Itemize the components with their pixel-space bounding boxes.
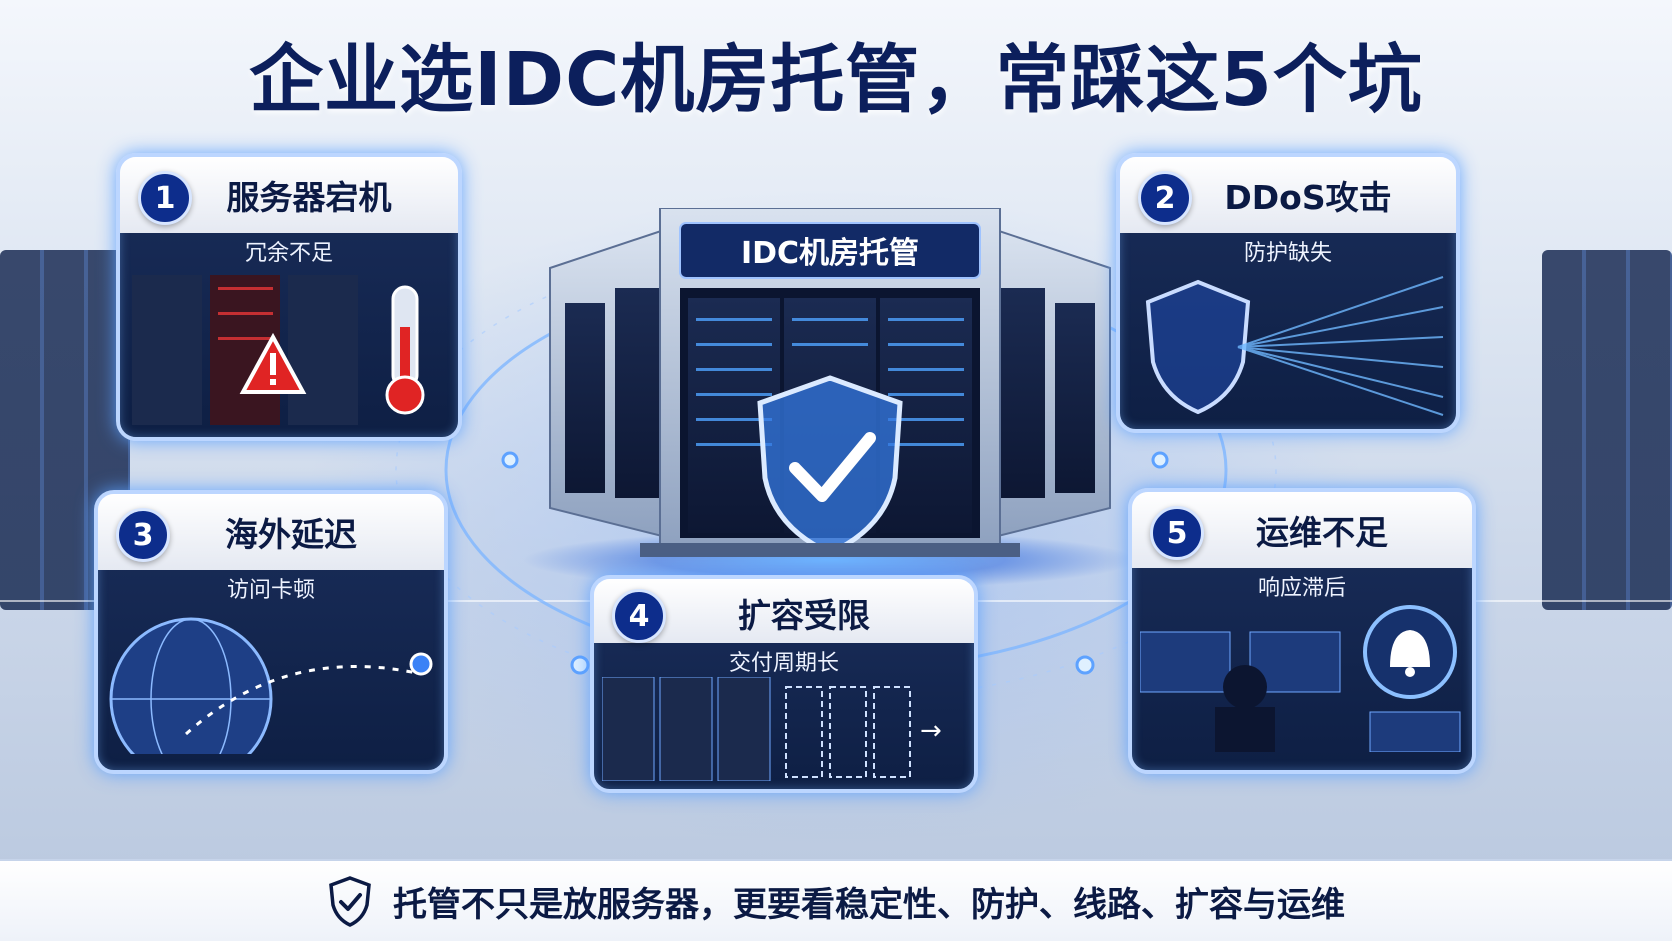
footer-text: 托管不只是放服务器，更要看稳定性、防护、线路、扩容与运维: [393, 884, 1345, 925]
bell-icon: [1363, 605, 1457, 699]
footer-bar: 托管不只是放服务器，更要看稳定性、防护、线路、扩容与运维: [0, 859, 1672, 941]
shield-icon: [1145, 279, 1251, 415]
warning-icon: [239, 332, 307, 394]
center-label: IDC机房托管: [740, 236, 920, 271]
card-number-badge: 5: [1150, 506, 1204, 560]
card-illustration: →: [601, 676, 966, 782]
rack-icon: [601, 676, 771, 782]
card-number-badge: 3: [116, 508, 170, 562]
card-illustration: [128, 267, 450, 429]
card-subtitle: 防护缺失: [1243, 241, 1332, 266]
card-number-badge: 2: [1138, 171, 1192, 225]
card-subtitle: 冗余不足: [244, 241, 333, 266]
idc-building-illustration: [549, 207, 1111, 557]
card-title: DDoS攻击: [1224, 178, 1392, 217]
thermometer-icon: [385, 285, 425, 415]
center-idc-building: IDC机房托管: [540, 207, 1120, 588]
card-number-badge: 4: [612, 589, 666, 643]
page-title: 企业选IDC机房托管，常踩这5个坑: [249, 37, 1423, 123]
card-subtitle: 交付周期长: [728, 651, 839, 676]
card-illustration: [106, 604, 436, 770]
pitfall-card-3: 3 海外延迟 访问卡顿: [94, 490, 448, 774]
card-subtitle: 访问卡顿: [226, 578, 315, 603]
card-title: 扩容受限: [738, 596, 870, 635]
card-illustration: [1139, 602, 1464, 762]
globe-icon: [109, 617, 273, 770]
arrow-right-icon: →: [920, 716, 942, 746]
card-number-badge: 1: [138, 171, 192, 225]
card-subtitle: 响应滞后: [1257, 576, 1346, 601]
pitfall-card-5: 5 运维不足 响应滞后: [1128, 488, 1476, 774]
pitfall-card-4: 4 扩容受限 交付周期长 →: [590, 575, 978, 793]
card-title: 服务器宕机: [226, 178, 392, 217]
location-pin-icon: [409, 652, 433, 676]
card-title: 海外延迟: [225, 515, 357, 554]
card-illustration: [1128, 267, 1448, 421]
pitfall-card-2: 2 DDoS攻击 防护缺失: [1116, 153, 1460, 433]
right-server-racks: [1542, 250, 1672, 610]
card-title: 运维不足: [1256, 513, 1388, 552]
shield-check-icon: [329, 876, 371, 927]
pitfall-card-1: 1 服务器宕机 冗余不足: [116, 153, 462, 441]
